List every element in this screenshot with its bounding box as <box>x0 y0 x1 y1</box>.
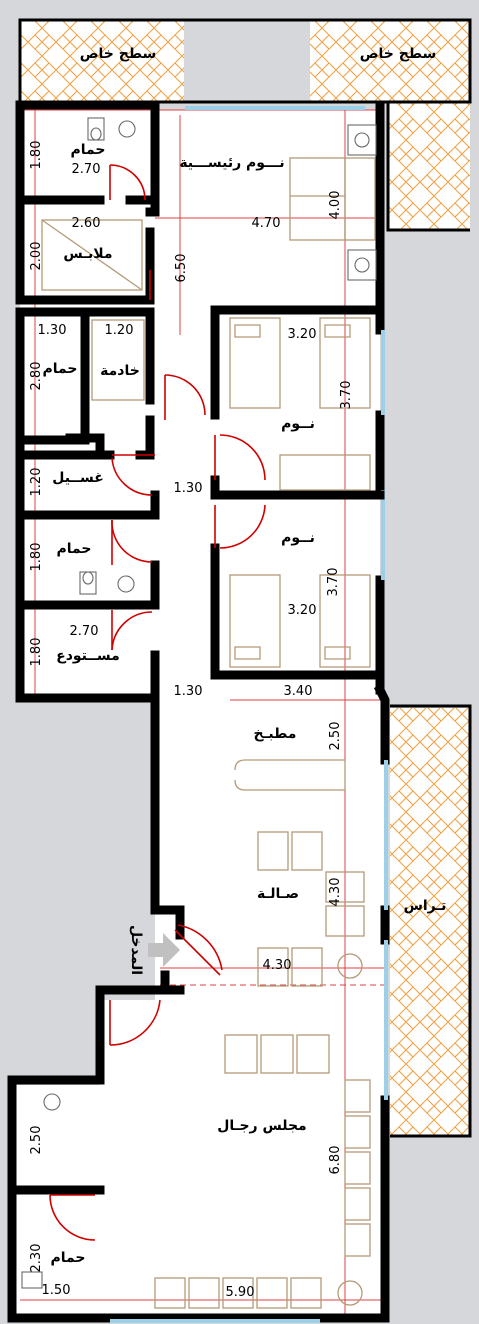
terrace-hatch <box>390 708 470 1136</box>
building-floor <box>14 110 385 1318</box>
door-bath-mid[interactable] <box>111 519 153 565</box>
master-bed <box>289 124 377 281</box>
bed-1-furniture <box>229 317 371 491</box>
label-private-roof-right: سطح خاص <box>360 46 437 62</box>
door-bed1[interactable] <box>214 434 266 481</box>
dim-bath-bottom-h2: 2.30 <box>29 1244 44 1273</box>
label-bath-master: حمام <box>71 142 106 158</box>
dim-corridor-h: 6.50 <box>174 254 189 283</box>
majlis-furniture <box>154 1034 371 1309</box>
dim-hall-h: 4.30 <box>328 878 343 907</box>
kitchen-counter <box>234 759 346 791</box>
dressing-furniture <box>41 219 143 291</box>
dim-laundry-h: 1.20 <box>29 468 44 497</box>
label-bedroom-2: نــوم <box>281 530 315 546</box>
hall-furniture <box>257 831 365 987</box>
door-laundry[interactable] <box>111 454 155 496</box>
dim-master-w: 4.70 <box>252 216 281 231</box>
label-kitchen: مطبـخ <box>254 726 297 742</box>
label-bedroom-1: نــوم <box>281 416 315 432</box>
label-private-roof-left: سطح خاص <box>80 46 157 62</box>
dim-corridor-w: 1.30 <box>174 481 203 496</box>
label-master-bedroom: نـــوم رئيســـية <box>179 155 284 171</box>
label-bath-mid: حمام <box>57 541 92 557</box>
door-bath-bottom[interactable] <box>49 1194 96 1241</box>
entrance-arrow-icon <box>148 933 180 967</box>
dim-majlis-w: 5.90 <box>226 1285 255 1300</box>
dim-bath-master-w: 2.70 <box>72 162 101 177</box>
door-maid[interactable] <box>164 374 206 420</box>
bed-2-furniture <box>229 574 371 668</box>
label-dressing: ملابـس <box>63 246 112 262</box>
label-bath-bottom: حمام <box>51 1250 86 1266</box>
label-hall: صـالـة <box>257 886 299 902</box>
dim-corridor-w2: 1.30 <box>174 684 203 699</box>
dim-bed1-w: 3.20 <box>288 327 317 342</box>
dim-maid-w: 1.20 <box>105 323 134 338</box>
dim-bed2-w: 3.20 <box>288 603 317 618</box>
label-men-majlis: مجلس رجـال <box>217 1118 306 1134</box>
dim-bath-master-h: 1.80 <box>29 141 44 170</box>
dim-bed1-h: 3.70 <box>339 381 354 410</box>
dim-bed2-h: 3.70 <box>326 568 341 597</box>
maid-bed <box>91 319 145 401</box>
dim-master-h: 4.00 <box>328 191 343 220</box>
dim-dressing-h: 2.00 <box>29 242 44 271</box>
door-entrance[interactable] <box>174 924 223 976</box>
label-terrace: تـراس <box>404 898 447 914</box>
roof-left-hatch <box>20 20 184 102</box>
label-bath-maid: حمام <box>43 361 78 377</box>
dim-bath-bottom-h1: 2.50 <box>29 1126 44 1155</box>
dim-hall-w: 4.30 <box>263 958 292 973</box>
label-storage: مســتودع <box>56 648 120 664</box>
label-entrance: المدخل <box>128 925 144 975</box>
dim-bath-maid-w: 1.30 <box>38 323 67 338</box>
dim-majlis-h: 6.80 <box>328 1146 343 1175</box>
label-maid-room: خادمة <box>100 363 140 379</box>
dim-storage-h: 1.80 <box>29 638 44 667</box>
door-storage[interactable] <box>111 610 153 651</box>
dim-kitchen-w: 3.40 <box>284 684 313 699</box>
dim-bath-bottom-w: 1.50 <box>42 1283 71 1298</box>
door-bath-master[interactable] <box>109 164 146 201</box>
roof-right-hatch <box>310 20 470 102</box>
bath-fixtures <box>21 117 136 1289</box>
door-bed2[interactable] <box>214 504 266 549</box>
label-laundry: غســيل <box>52 470 104 486</box>
door-majlis[interactable] <box>109 999 161 1046</box>
dim-dressing-w: 2.60 <box>72 216 101 231</box>
dim-bath-mid-h: 1.80 <box>29 543 44 572</box>
dim-kitchen-h: 2.50 <box>328 722 343 751</box>
dim-storage-w: 2.70 <box>70 624 99 639</box>
dim-bath-maid-h: 2.80 <box>29 362 44 391</box>
roof-right-hatch-side <box>388 102 470 230</box>
